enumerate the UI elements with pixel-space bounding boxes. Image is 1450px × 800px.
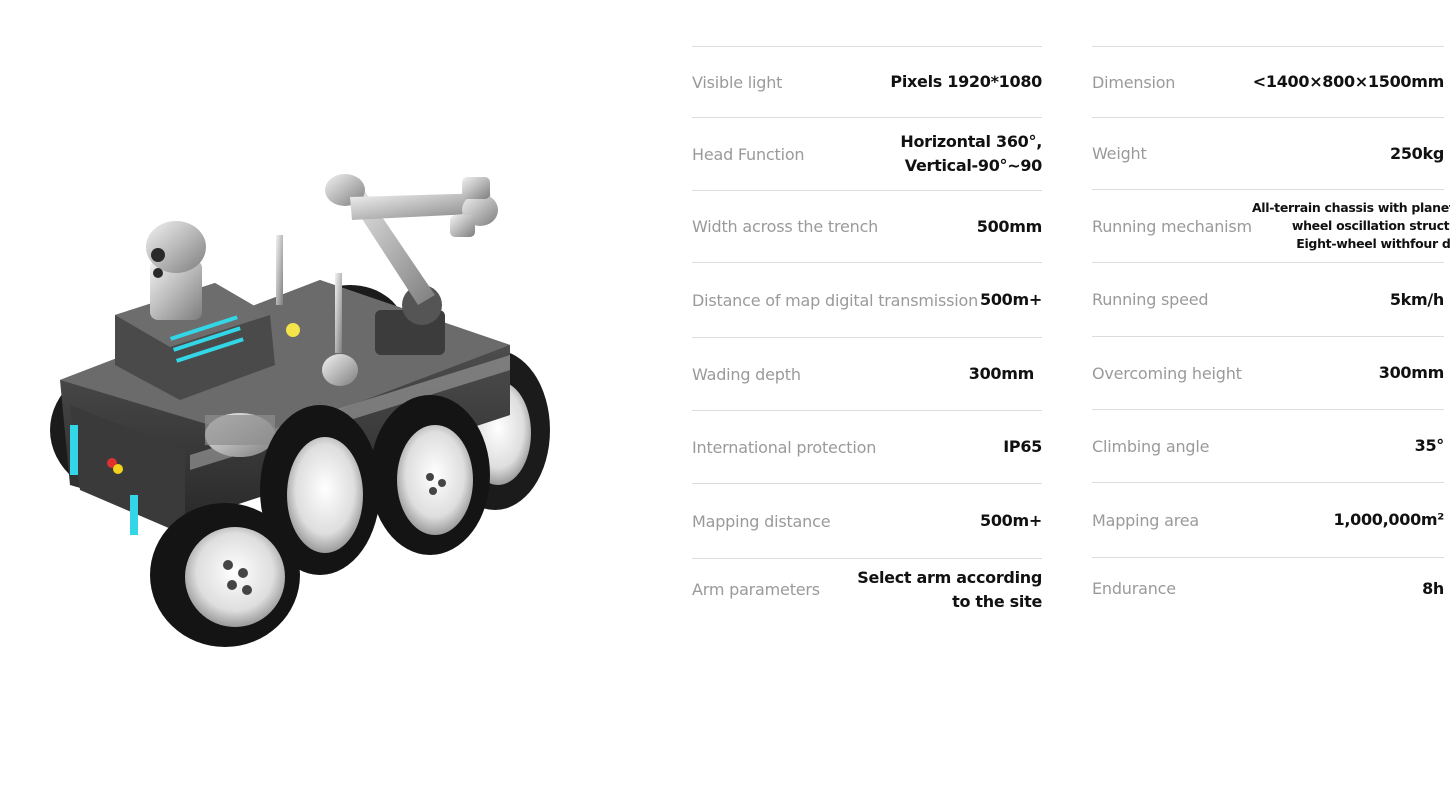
spec-label: Distance of map digital transmission [692,290,979,310]
spec-value: Select arm according to the site [857,566,1042,614]
spec-label: Endurance [1092,579,1176,598]
spec-row-mapping-area: Mapping area 1,000,000m² [1092,482,1444,557]
spec-value: 300mm [968,362,1035,386]
spec-value: 1,000,000m² [1333,508,1445,532]
spec-row-dimension: Dimension <1400×800×1500mm [1092,46,1444,117]
spec-value-line: <1400×800×1500mm [1252,72,1445,91]
spec-value: 35° [1414,434,1445,458]
spec-row-trench-width: Width across the trench 500mm [692,190,1042,262]
spec-value-line: 500m+ [980,511,1042,530]
product-image [40,165,560,655]
spec-row-running-mechanism: Running mechanism All-terrain chassis wi… [1092,189,1450,262]
spec-value-line: All-terrain chassis with planetary [1251,200,1450,215]
spec-value: IP65 [1003,435,1042,459]
robotic-arm [325,174,498,355]
spec-value-line: 500m+ [980,290,1042,309]
spec-value-line: 5km/h [1389,289,1444,309]
spec-label: Running speed [1092,290,1209,309]
spec-row-weight: Weight 250kg [1092,117,1444,189]
spec-label: Wading depth [692,364,801,384]
spec-value-line: Eight-wheel withfour drive [1296,236,1450,251]
spec-label: Dimension [1092,72,1176,92]
spec-row-head-function: Head Function Horizontal 360°, Vertical-… [692,117,1042,190]
spec-label: Climbing angle [1092,436,1210,456]
spec-value: 5km/h [1390,288,1444,312]
spec-row-wading-depth: Wading depth 300mm [692,337,1042,410]
spec-value-line: 500mm [976,216,1043,236]
spec-label: Mapping area [1092,510,1200,530]
spec-value-line: IP65 [1003,437,1042,456]
spec-value: Horizontal 360°, Vertical-90°~90 [900,130,1042,178]
spec-value-line: Vertical-90°~90 [904,156,1043,175]
spec-value-line: wheel oscillation structure, [1291,218,1450,233]
robot-illustration [50,174,550,647]
spec-value: 500m+ [980,288,1042,312]
spec-label: Overcoming height [1092,363,1242,383]
spec-row-endurance: Endurance 8h [1092,557,1444,619]
spec-value-line: Horizontal 360°, [900,132,1042,151]
spec-value: 300mm [1378,361,1445,385]
spec-row-arm-parameters: Arm parameters Select arm according to t… [692,558,1042,620]
spec-value: 250kg [1390,142,1444,166]
spec-value: All-terrain chassis with planetary wheel… [1252,199,1450,253]
spec-value: 500m+ [980,509,1042,533]
spec-row-visible-light: Visible light Pixels 1920*1080 [692,46,1042,117]
spec-label: Mapping distance [692,511,831,531]
spec-row-map-transmission: Distance of map digital transmission 500… [692,262,1042,337]
spec-label: Visible light [692,72,783,92]
antennas [276,235,342,353]
spec-value-line: 8h [1422,578,1444,598]
spec-value: 8h [1422,577,1444,601]
spec-row-running-speed: Running speed 5km/h [1092,262,1444,336]
spec-label: Running mechanism [1092,216,1252,236]
spec-value-line: 300mm [968,364,1035,383]
spec-value: <1400×800×1500mm [1252,70,1445,94]
spec-value-line: 250kg [1390,143,1444,163]
spec-table-left: Visible light Pixels 1920*1080 Head Func… [692,46,1042,620]
spec-row-protection: International protection IP65 [692,410,1042,483]
front-wheels [150,395,490,647]
camera-head [115,221,275,400]
spec-label: Weight [1092,144,1147,163]
spec-table-right: Dimension <1400×800×1500mm Weight 250kg … [1092,46,1450,619]
spec-value: Pixels 1920*1080 [890,70,1042,94]
spec-label: International protection [692,437,877,457]
spec-value-line: 300mm [1378,363,1445,382]
spec-label: Arm parameters [692,580,820,599]
spec-value-line: Pixels 1920*1080 [890,72,1042,91]
spec-value: 500mm [976,215,1043,239]
front-module [205,354,358,457]
spec-row-mapping-distance: Mapping distance 500m+ [692,483,1042,558]
spec-label: Head Function [692,144,805,164]
spec-row-overcoming-height: Overcoming height 300mm [1092,336,1444,409]
spec-value-line: Select arm according [857,567,1042,587]
spec-value-line: 1,000,000m² [1333,510,1445,529]
spec-label: Width across the trench [692,217,879,236]
spec-value-line: 35° [1414,436,1445,455]
spec-value-line: to the site [952,591,1042,611]
spec-row-climbing-angle: Climbing angle 35° [1092,409,1444,482]
